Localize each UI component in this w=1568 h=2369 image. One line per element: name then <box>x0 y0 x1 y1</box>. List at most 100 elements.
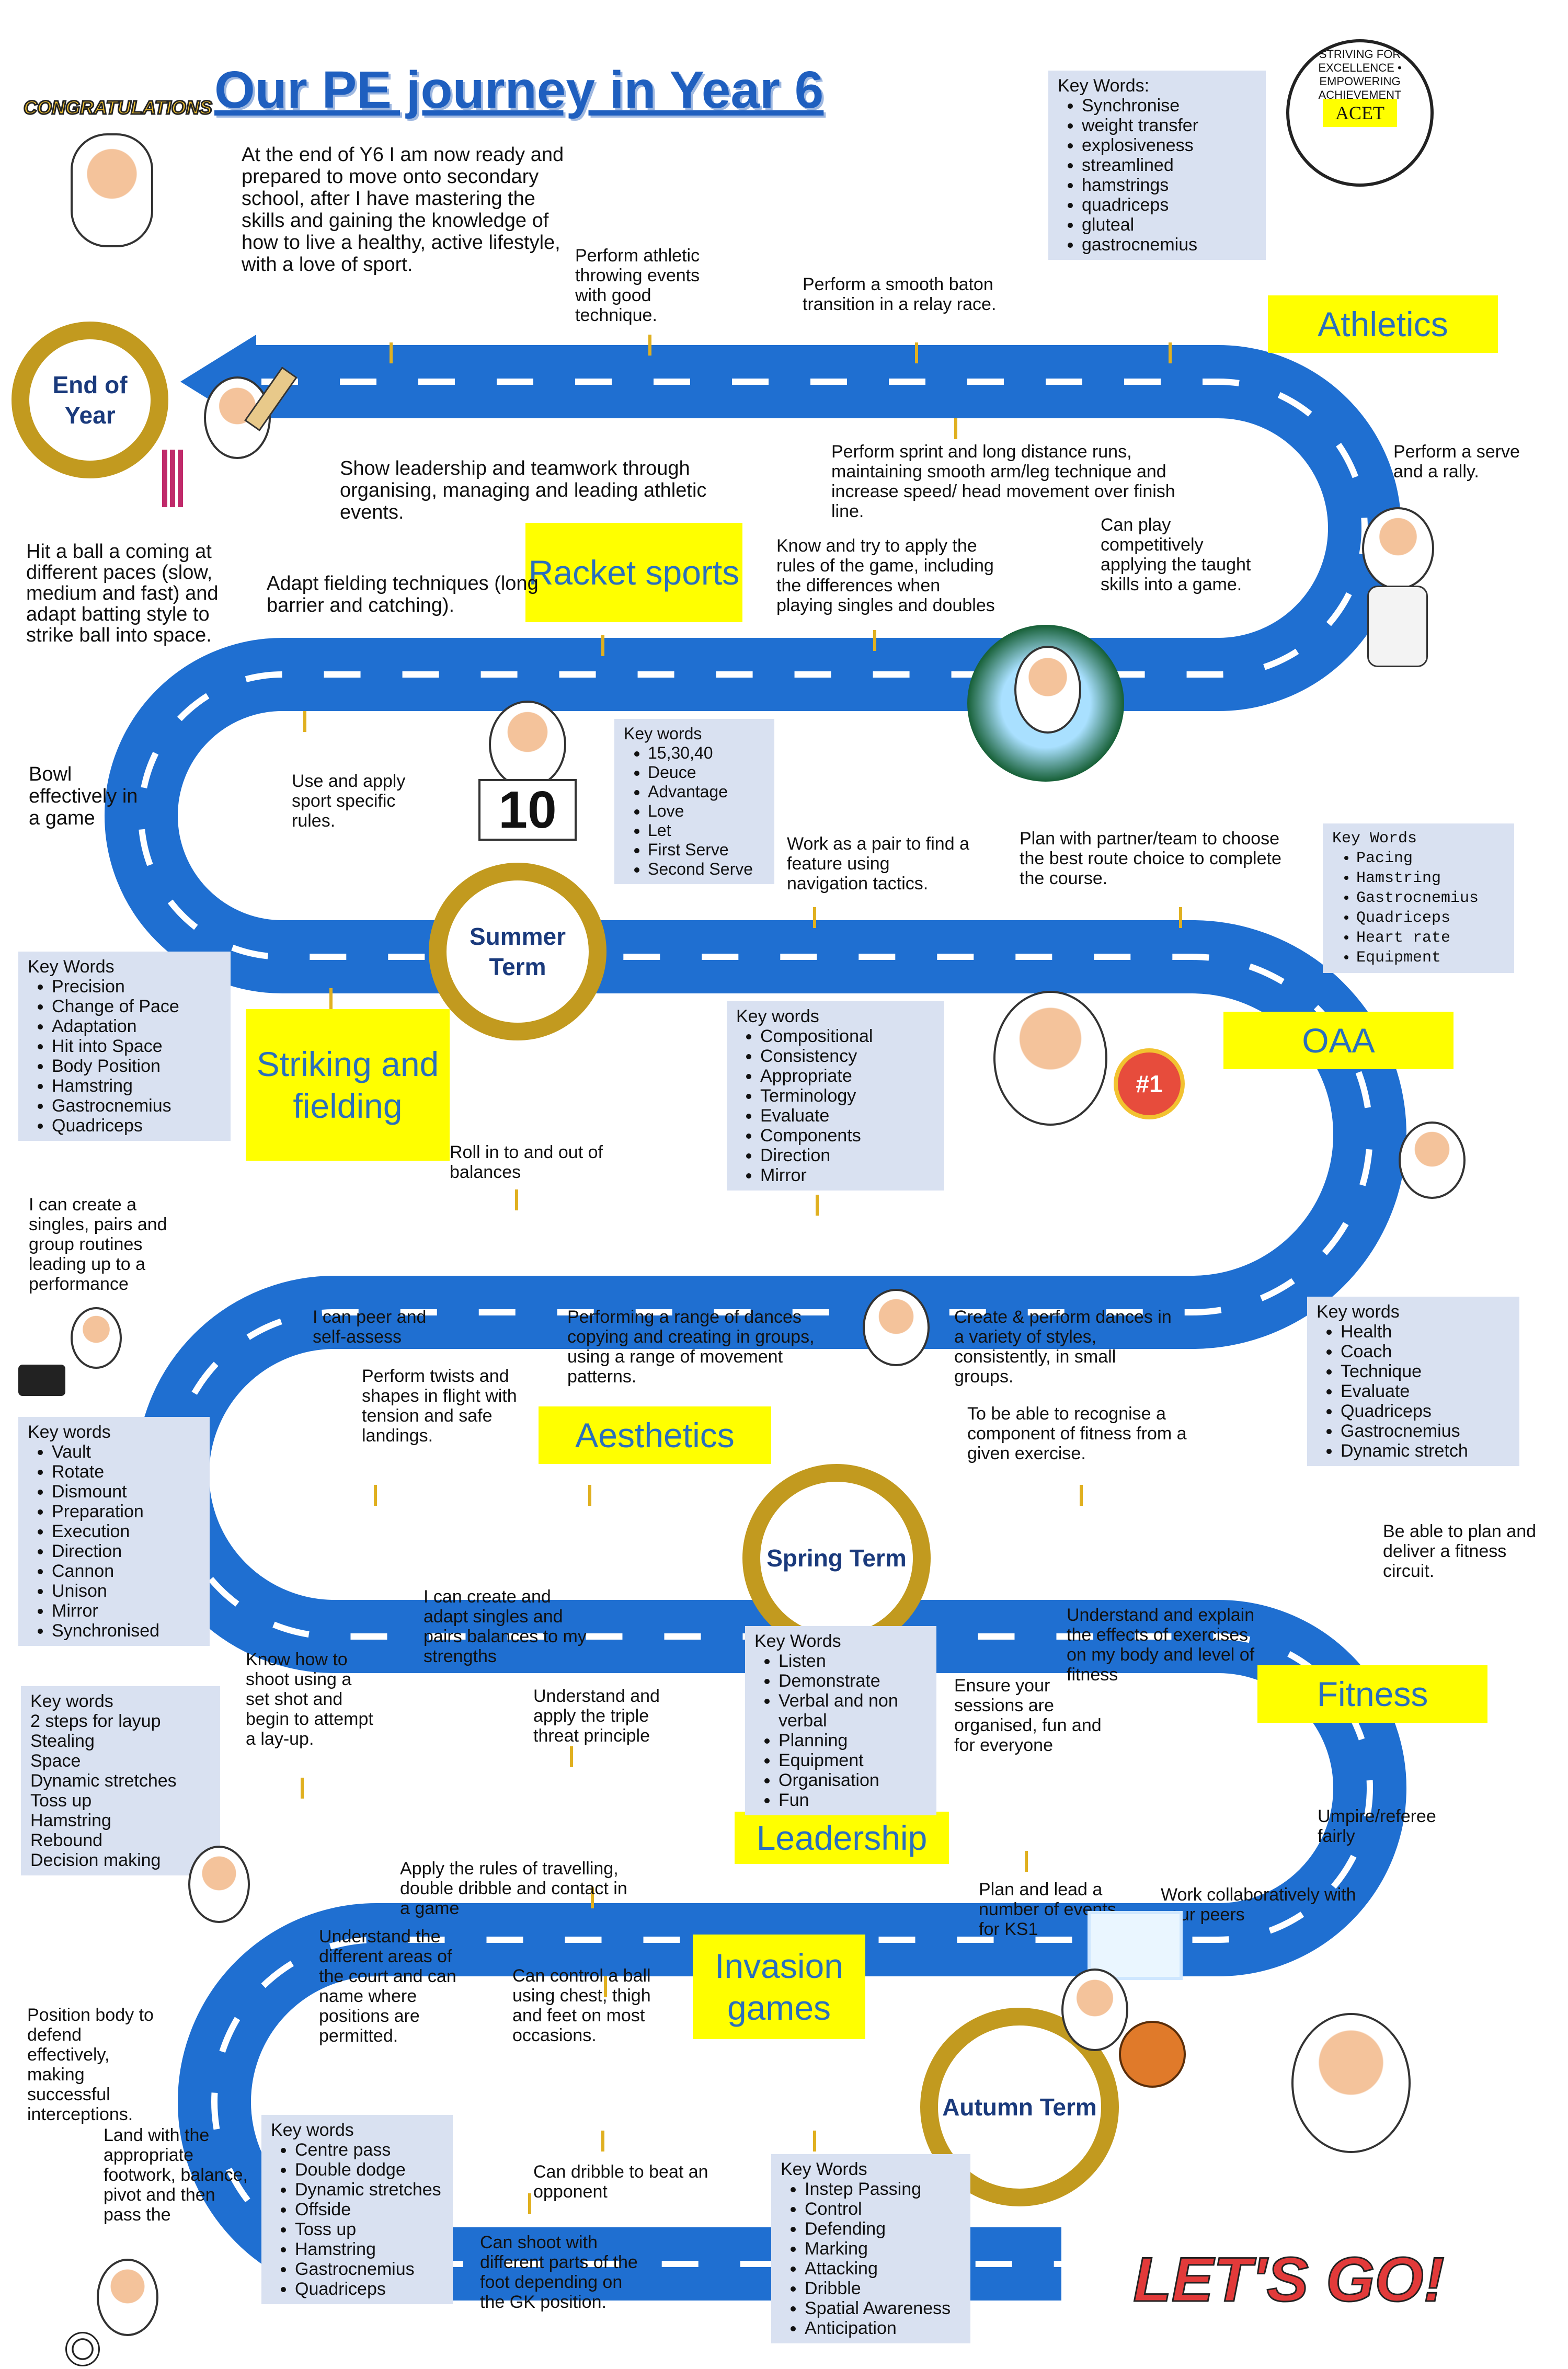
label-sessions: Ensure your sessions are organised, fun … <box>954 1676 1102 1755</box>
keyword-item: 15,30,40 <box>648 743 765 763</box>
section-leadership: Leadership <box>735 1812 949 1864</box>
keywords-striking: Key Words Precision Change of Pace Adapt… <box>18 952 231 1141</box>
label-shoot-set: Know how to shoot using a set shot and b… <box>246 1650 373 1749</box>
keyword-item: 2 steps for layup <box>30 1711 161 1731</box>
section-aesthetics: Aesthetics <box>539 1406 771 1464</box>
keyword-item: Terminology <box>760 1086 935 1106</box>
keyword-item: Pacing <box>1356 849 1505 868</box>
keyword-item: Hamstring <box>1356 868 1505 888</box>
keyword-item: Stealing <box>30 1731 95 1751</box>
badge-text: #1 <box>1136 1070 1163 1097</box>
avatar <box>489 701 566 788</box>
congratulations-avatar: CONGRATULATIONS <box>23 96 213 254</box>
keywords-basketball: Key words 2 steps for layup Stealing Spa… <box>21 1686 220 1875</box>
avatar <box>1362 507 1434 590</box>
keywords-athletics: Key Words: Synchronise weight transfer e… <box>1048 71 1266 260</box>
keyword-item: Space <box>30 1751 81 1771</box>
label-create-dances: Create & perform dances in a variety of … <box>954 1307 1172 1387</box>
keywords-heading: Key words <box>271 2120 354 2140</box>
keyword-item: Decision making <box>30 1850 161 1870</box>
keyword-item: Organisation <box>779 1770 927 1790</box>
keywords-oaa: Key Words Pacing Hamstring Gastrocnemius… <box>1323 823 1514 973</box>
keyword-item: Mirror <box>760 1165 935 1185</box>
term-summer: Summer Term <box>429 863 606 1040</box>
section-striking-fielding: Striking and fielding <box>246 1009 450 1161</box>
keyword-item: Equipment <box>1356 948 1505 968</box>
keywords-dance: Key words Compositional Consistency Appr… <box>727 1001 944 1191</box>
winner-avatar: #1 <box>983 991 1197 1189</box>
keywords-heading: Key Words <box>754 1631 841 1651</box>
keyword-item: Dynamic stretches <box>30 1771 177 1791</box>
keyword-item: Control <box>805 2199 961 2219</box>
label-dribble: Can dribble to beat an opponent <box>533 2162 708 2202</box>
keyword-item: Spatial Awareness <box>805 2298 961 2318</box>
keywords-football: Key Words Instep Passing Control Defendi… <box>771 2154 970 2343</box>
label-land: Land with the appropriate footwork, bala… <box>104 2125 248 2225</box>
label-leadership-athletic: Show leadership and teamwork through org… <box>340 457 707 523</box>
keyword-item: Preparation <box>52 1502 200 1521</box>
keyword-item: Dismount <box>52 1482 200 1502</box>
keyword-item: Instep Passing <box>805 2179 961 2199</box>
avatar <box>97 2259 158 2336</box>
keywords-heading: Key words <box>28 1422 111 1442</box>
keyword-item: Deuce <box>648 763 765 782</box>
section-racket-sports: Racket sports <box>525 523 742 622</box>
keyword-item: Dynamic stretches <box>295 2180 443 2200</box>
keywords-netball: Key words Centre pass Double dodge Dynam… <box>261 2115 453 2304</box>
keywords-heading: Key words <box>736 1006 819 1026</box>
keyword-item: Toss up <box>30 1791 92 1811</box>
keyword-item: Compositional <box>760 1026 935 1046</box>
cricket-wicket-icon <box>162 450 183 507</box>
keyword-item: Hamstring <box>52 1076 221 1096</box>
logo-ring-text: STRIVING FOR EXCELLENCE • EMPOWERING ACH… <box>1318 48 1402 101</box>
keywords-gymnastics: Key words Vault Rotate Dismount Preparat… <box>18 1417 210 1646</box>
runner-avatar <box>1367 1121 1498 1273</box>
label-twists: Perform twists and shapes in flight with… <box>362 1366 517 1446</box>
keyword-item: Evaluate <box>1341 1381 1510 1401</box>
keyword-item: Quadriceps <box>295 2279 443 2299</box>
boombox-icon <box>18 1365 65 1396</box>
lets-go-banner: LET'S GO! <box>1132 2244 1445 2316</box>
football-icon <box>65 2332 100 2366</box>
keyword-item: Gastrocnemius <box>295 2259 443 2279</box>
keyword-item: streamlined <box>1082 155 1256 175</box>
balance-avatar <box>852 1289 936 1425</box>
running-avatar <box>1203 2013 1495 2233</box>
keywords-racket: Key words 15,30,40 Deuce Advantage Love … <box>614 719 774 884</box>
label-routines: I can create a singles, pairs and group … <box>29 1195 167 1294</box>
keyword-item: Equipment <box>779 1750 927 1770</box>
keyword-item: Direction <box>52 1541 200 1561</box>
keyword-item: Quadriceps <box>52 1116 221 1136</box>
keyword-item: Hamstring <box>295 2239 443 2259</box>
label-sport-rules: Use and apply sport specific rules. <box>292 771 406 831</box>
keyword-item: First Serve <box>648 840 765 860</box>
keyword-item: Double dodge <box>295 2160 443 2180</box>
keyword-item: Toss up <box>295 2219 443 2239</box>
keyword-item: Listen <box>779 1651 927 1671</box>
keyword-item: Dribble <box>805 2279 961 2298</box>
avatar <box>1291 2013 1411 2153</box>
tennis-player-illustration <box>1320 507 1467 695</box>
acet-logo: STRIVING FOR EXCELLENCE • EMPOWERING ACH… <box>1286 39 1434 187</box>
celebration-avatar <box>967 625 1124 782</box>
avatar <box>1061 1969 1128 2051</box>
keyword-item: Mirror <box>52 1601 200 1621</box>
label-sprint: Perform sprint and long distance runs, m… <box>831 442 1175 521</box>
keyword-item: Marking <box>805 2239 961 2259</box>
label-baton: Perform a smooth baton transition in a r… <box>803 274 997 314</box>
logo-text: ACET <box>1323 99 1397 127</box>
label-recognise: To be able to recognise a component of f… <box>967 1404 1187 1463</box>
keyword-item: Demonstrate <box>779 1671 927 1691</box>
keyword-item: Heart rate <box>1356 928 1505 948</box>
keyword-item: Verbal and non verbal <box>779 1691 927 1731</box>
keyword-item: Defending <box>805 2219 961 2239</box>
page-title: Our PE journey in Year 6 <box>214 61 824 119</box>
keywords-heading: Key words <box>624 724 702 743</box>
keyword-item: Adaptation <box>52 1016 221 1036</box>
keyword-item: gluteal <box>1082 215 1256 235</box>
keyword-item: Quadriceps <box>1341 1401 1510 1421</box>
congratulations-banner: CONGRATULATIONS <box>23 96 213 119</box>
label-fitness-circuit: Be able to plan and deliver a fitness ci… <box>1383 1521 1537 1581</box>
label-position-body: Position body to defend effectively, mak… <box>27 2005 154 2124</box>
label-balances: I can create and adapt singles and pairs… <box>424 1587 587 1666</box>
